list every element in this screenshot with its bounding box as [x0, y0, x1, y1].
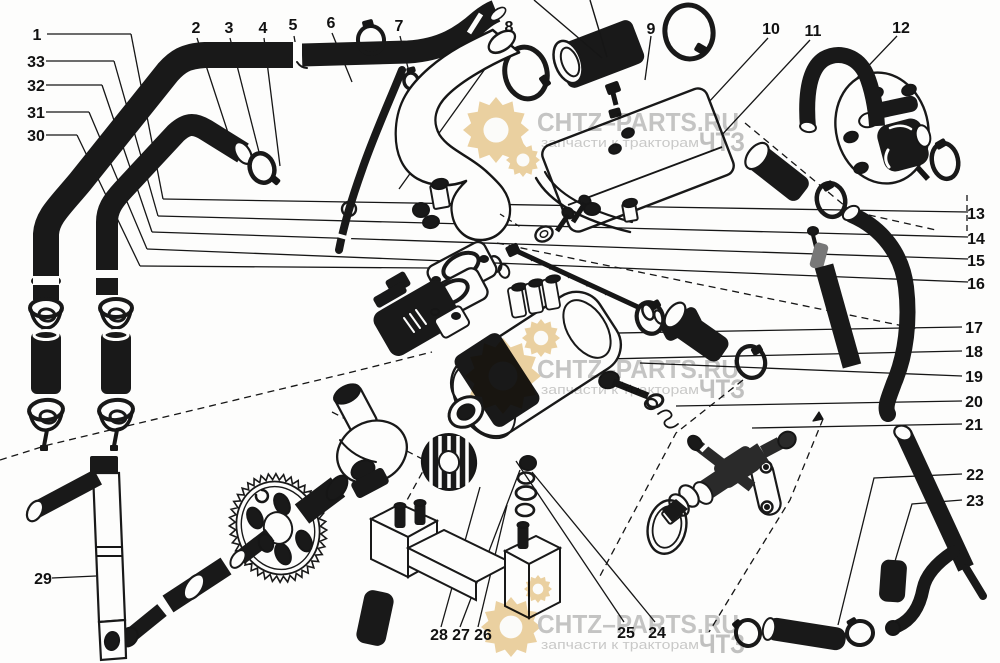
svg-text:18: 18 [965, 344, 983, 361]
svg-text:1: 1 [33, 27, 42, 44]
svg-text:CHTZ–PARTS.RU: CHTZ–PARTS.RU [537, 609, 739, 639]
svg-text:26: 26 [474, 627, 492, 644]
svg-text:23: 23 [966, 493, 984, 510]
svg-text:20: 20 [965, 394, 983, 411]
svg-text:4: 4 [259, 20, 268, 37]
svg-text:10: 10 [762, 21, 780, 38]
svg-text:3: 3 [225, 20, 234, 37]
svg-text:32: 32 [27, 78, 45, 95]
svg-text:запчасти к тракторам: запчасти к тракторам [541, 135, 699, 150]
svg-text:запчасти к тракторам: запчасти к тракторам [541, 382, 699, 397]
svg-text:25: 25 [617, 625, 635, 642]
svg-text:22: 22 [966, 467, 984, 484]
svg-text:14: 14 [967, 231, 985, 248]
svg-text:33: 33 [27, 54, 45, 71]
svg-text:CHTZ–PARTS.RU: CHTZ–PARTS.RU [537, 354, 739, 384]
svg-text:16: 16 [967, 276, 985, 293]
svg-text:30: 30 [27, 128, 45, 145]
svg-text:13: 13 [967, 206, 985, 223]
svg-text:15: 15 [967, 253, 985, 270]
svg-text:2: 2 [192, 20, 201, 37]
svg-text:12: 12 [892, 20, 910, 37]
svg-text:6: 6 [327, 15, 336, 32]
svg-text:9: 9 [647, 21, 656, 38]
svg-text:5: 5 [289, 17, 298, 34]
svg-text:24: 24 [648, 625, 666, 642]
svg-text:29: 29 [34, 571, 52, 588]
svg-text:17: 17 [965, 320, 983, 337]
svg-text:19: 19 [965, 369, 983, 386]
svg-text:28: 28 [430, 627, 448, 644]
svg-text:31: 31 [27, 105, 45, 122]
svg-text:7: 7 [395, 18, 404, 35]
svg-text:8: 8 [505, 19, 514, 36]
svg-text:CHTZ–PARTS.RU: CHTZ–PARTS.RU [537, 107, 739, 137]
svg-text:запчасти к тракторам: запчасти к тракторам [541, 637, 699, 652]
svg-text:27: 27 [452, 627, 470, 644]
svg-text:11: 11 [805, 23, 822, 40]
svg-text:21: 21 [965, 417, 983, 434]
svg-text:ЧТЗ: ЧТЗ [699, 374, 745, 404]
svg-text:ЧТЗ: ЧТЗ [699, 127, 745, 157]
svg-text:ЧТЗ: ЧТЗ [699, 629, 745, 659]
